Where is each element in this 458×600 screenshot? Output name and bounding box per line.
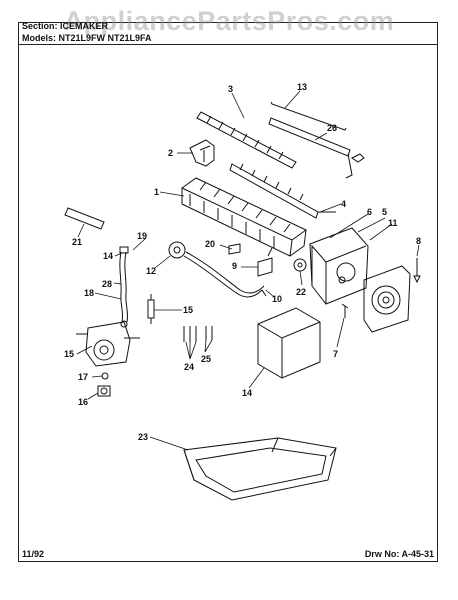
drawing-label: Drw No:	[364, 549, 400, 559]
callout-16: 15	[64, 349, 74, 359]
header-rule	[18, 44, 438, 45]
callout-3: 3	[228, 84, 233, 94]
callout-10: 10	[272, 294, 282, 304]
models-line: Models: NT21L9FW NT21L9FA	[22, 33, 152, 43]
callout-5: 5	[382, 207, 387, 217]
part-ejector-blade	[196, 111, 297, 169]
callout-leader-lines	[76, 90, 420, 451]
callout-2: 2	[168, 148, 173, 158]
part-stripper	[268, 117, 365, 179]
part-shutoff-arm	[270, 101, 347, 131]
callout-12: 12	[146, 266, 156, 276]
part-valve-nut	[97, 385, 111, 397]
callout-26: 25	[201, 354, 211, 364]
part-screws	[183, 326, 213, 342]
part-gear	[293, 258, 307, 272]
callout-7: 7	[333, 349, 338, 359]
callout-labels: 3 13 26 2 1 4 6 5 11 8 21 19 20 14 9 12 …	[64, 82, 421, 442]
callout-24: 23	[138, 432, 148, 442]
callout-4: 4	[341, 199, 346, 209]
callout-8: 8	[416, 236, 421, 246]
section-value: ICEMAKER	[60, 21, 109, 31]
callout-17: 16	[78, 397, 88, 407]
callout-23: 21	[72, 237, 82, 247]
callout-19: 18	[84, 288, 94, 298]
callout-15-upper: 14	[103, 251, 113, 261]
part-fill-tube-assembly	[119, 246, 129, 328]
callout-13: 13	[297, 82, 307, 92]
section-label: Section:	[22, 21, 58, 31]
callout-28: 28	[102, 279, 112, 289]
callout-1: 1	[154, 187, 159, 197]
models-value: NT21L9FW NT21L9FA	[58, 33, 152, 43]
callout-14: 14	[242, 388, 252, 398]
part-valve-clip	[101, 372, 109, 380]
part-fill-tube	[64, 207, 105, 230]
callout-25: 24	[184, 362, 194, 372]
callout-15-lower: 15	[183, 305, 193, 315]
part-water-valve	[76, 321, 140, 367]
part-ice-bin	[183, 437, 337, 501]
part-module-cover	[363, 265, 411, 333]
part-module-housing	[309, 227, 369, 305]
part-thermostat-harness	[168, 241, 267, 298]
part-screw-7	[341, 303, 349, 318]
callout-20: 19	[137, 231, 147, 241]
part-bracket	[189, 139, 215, 167]
callout-6: 6	[367, 207, 372, 217]
callout-18: 17	[78, 372, 88, 382]
part-screw	[413, 258, 421, 284]
footer-drawing-number: Drw No: A-45-31	[365, 549, 434, 559]
part-switch	[228, 243, 273, 277]
footer-date: 11/92	[22, 549, 45, 559]
part-mold	[181, 177, 307, 257]
callout-27: 26	[327, 123, 337, 133]
part-cover	[257, 307, 321, 379]
callout-21: 22	[296, 287, 306, 297]
diagram-frame	[18, 22, 438, 562]
section-line: Section: ICEMAKER	[22, 21, 108, 31]
part-fitting	[147, 294, 155, 324]
drawing-number: A-45-31	[401, 549, 434, 559]
callout-11: 11	[388, 218, 398, 228]
watermark-text: AppliancePartsPros.com	[63, 6, 395, 36]
models-label: Models:	[22, 33, 57, 43]
part-mold-heater	[229, 163, 336, 219]
callout-9: 9	[232, 261, 237, 271]
callout-22: 20	[205, 239, 215, 249]
